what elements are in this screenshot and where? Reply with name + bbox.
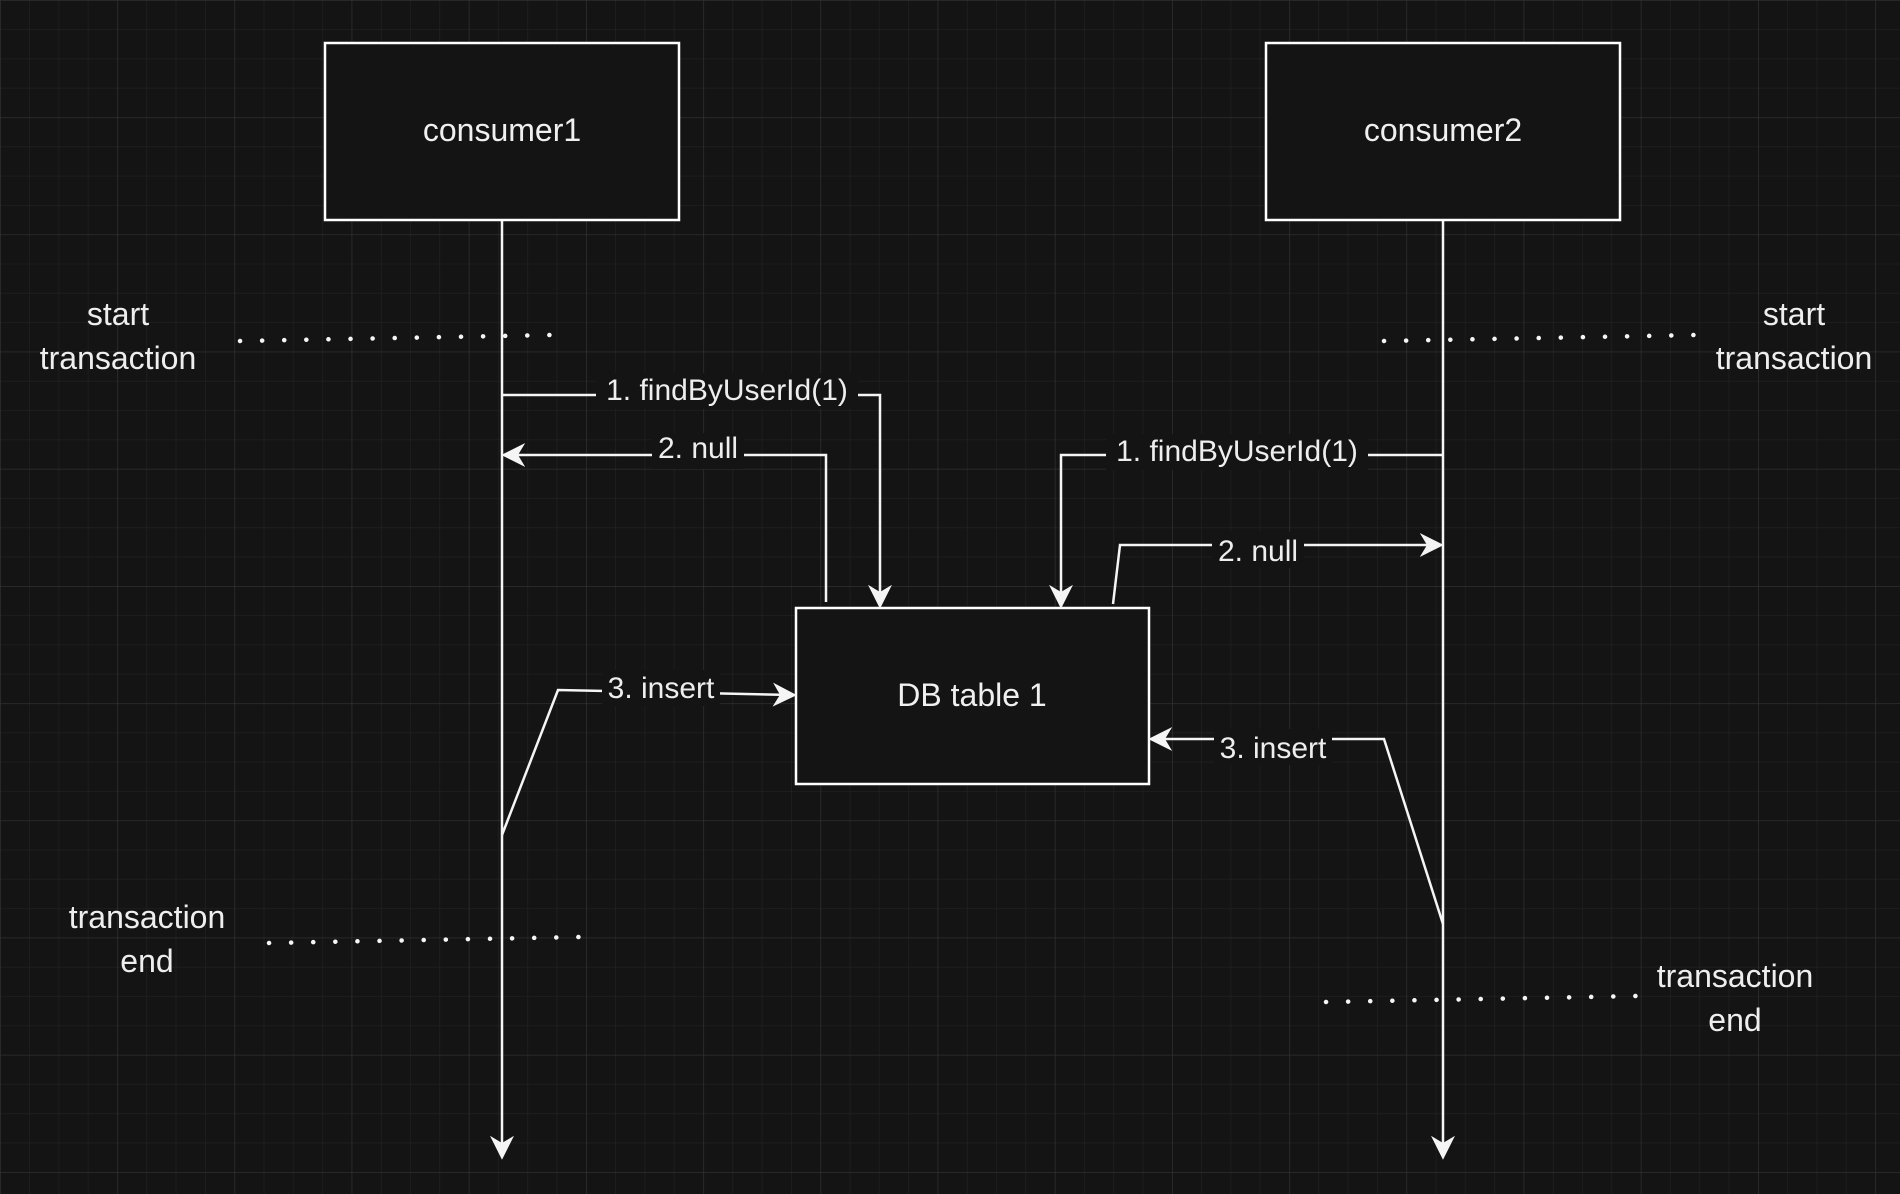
consumer2-null-arrow[interactable]	[1111, 533, 1444, 605]
right-start-dotted-line	[1381, 332, 1699, 344]
consumer1-find-label: 1. findByUserId(1)	[606, 374, 848, 407]
left-end-transaction-note: transaction end	[69, 899, 226, 979]
left-start-note-line2: transaction	[40, 340, 197, 376]
consumer2-insert-label: 3. insert	[1220, 732, 1327, 765]
left-start-transaction-note: start transaction	[40, 296, 197, 376]
right-start-note-line2: transaction	[1716, 340, 1873, 376]
db-table-label: DB table 1	[897, 677, 1046, 713]
left-start-dotted-line	[237, 332, 555, 344]
consumer2-insert-label-bg	[1214, 729, 1332, 765]
consumer2-box[interactable]: consumer2	[1264, 41, 1622, 222]
consumer1-find-label-bg	[596, 373, 858, 409]
consumer1-label: consumer1	[423, 112, 581, 148]
right-end-note-line2: end	[1708, 1002, 1761, 1038]
consumer1-insert-label: 3. insert	[608, 672, 715, 705]
consumer2-find-label-bg	[1106, 434, 1368, 470]
right-start-note-line1: start	[1763, 296, 1825, 332]
right-end-transaction-note: transaction end	[1657, 958, 1814, 1038]
consumer1-null-arrow[interactable]	[501, 443, 828, 602]
consumer1-null-label: 2. null	[658, 432, 738, 465]
right-start-transaction-note: start transaction	[1716, 296, 1873, 376]
consumer2-label: consumer2	[1364, 112, 1522, 148]
consumer1-insert-label-bg	[602, 670, 720, 706]
left-end-dotted-line	[266, 934, 584, 946]
db-table-box[interactable]: DB table 1	[794, 606, 1151, 786]
consumer2-null-label-bg	[1212, 532, 1304, 568]
consumer2-null-label: 2. null	[1218, 535, 1298, 568]
consumer1-box[interactable]: consumer1	[323, 41, 681, 222]
right-end-note-line1: transaction	[1657, 958, 1814, 994]
consumer2-find-label: 1. findByUserId(1)	[1116, 435, 1358, 468]
right-end-dotted-line	[1323, 993, 1641, 1005]
left-end-note-line1: transaction	[69, 899, 226, 935]
left-start-note-line1: start	[87, 296, 149, 332]
consumer1-null-label-bg	[652, 433, 744, 469]
left-end-note-line2: end	[120, 943, 173, 979]
